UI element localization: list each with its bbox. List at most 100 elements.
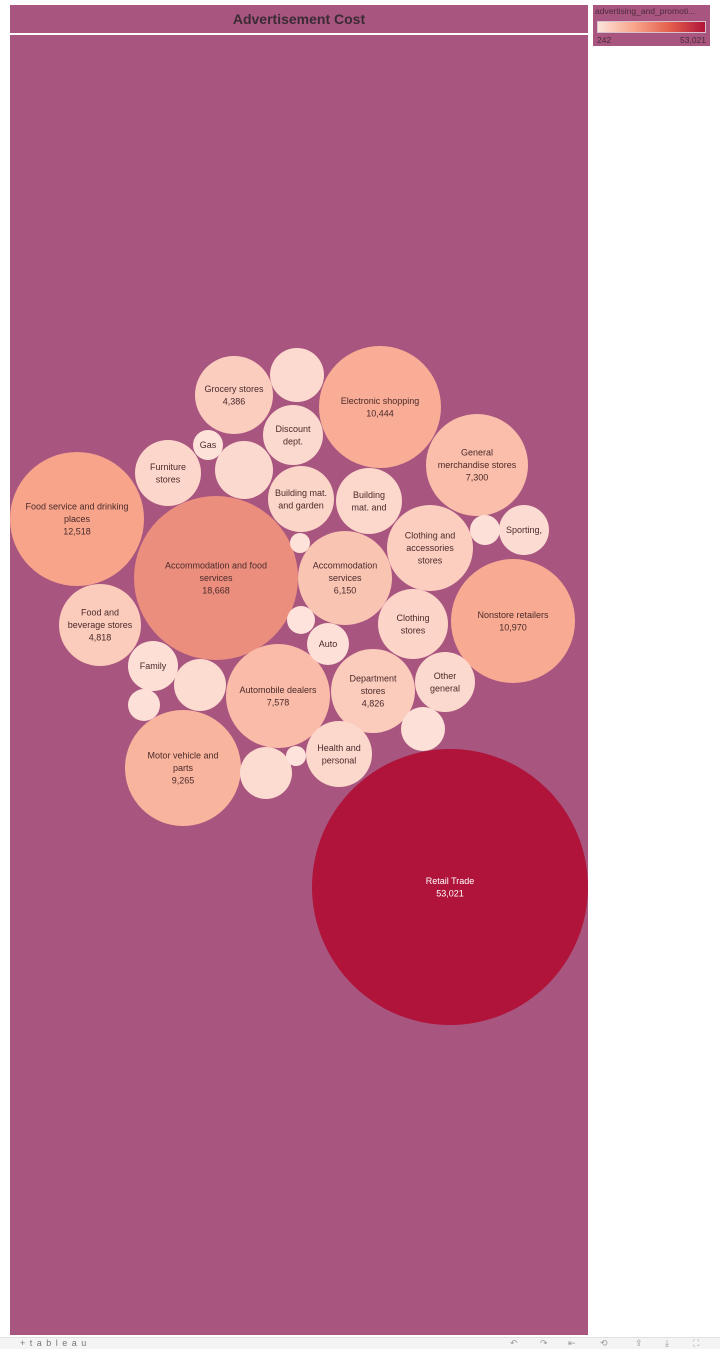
bubble-label: Clothing — [396, 613, 429, 623]
bubble[interactable] — [290, 533, 310, 553]
bubble-label: Clothing and — [405, 531, 456, 541]
bubble-circle[interactable] — [426, 414, 528, 516]
bubble-circle[interactable] — [215, 441, 273, 499]
bubble-label: Grocery stores — [204, 384, 264, 394]
bubble[interactable] — [215, 441, 273, 499]
chart-title: Advertisement Cost — [232, 11, 366, 27]
bubble-value-label: 4,826 — [362, 699, 385, 709]
bubble-label: Food and — [81, 608, 119, 618]
bubble-label: General — [461, 448, 493, 458]
bubble-circle[interactable] — [298, 531, 392, 625]
bubble-label: Other — [434, 671, 457, 681]
bubble-circle[interactable] — [193, 430, 223, 460]
bubble-circle[interactable] — [135, 440, 201, 506]
bubble-circle[interactable] — [336, 468, 402, 534]
bubble[interactable] — [401, 707, 445, 751]
bubble-circle[interactable] — [270, 348, 324, 402]
bubble[interactable] — [128, 689, 160, 721]
bubble-circle[interactable] — [134, 496, 298, 660]
bubble[interactable] — [286, 746, 306, 766]
bubble-circle[interactable] — [226, 644, 330, 748]
bubble-circle[interactable] — [470, 515, 500, 545]
bubble-circle[interactable] — [125, 710, 241, 826]
bubble-value-label: 53,021 — [436, 888, 464, 898]
bubble[interactable] — [287, 606, 315, 634]
bubble[interactable]: Family — [128, 641, 178, 691]
share-icon[interactable]: ⇪ — [635, 1338, 643, 1348]
bubble-circle[interactable] — [290, 533, 310, 553]
bubble[interactable]: Building mat.and garden — [268, 466, 334, 532]
bubble-circle[interactable] — [174, 659, 226, 711]
bubble[interactable]: Auto — [307, 623, 349, 665]
bubble-value-label: 7,578 — [267, 697, 290, 707]
bubble[interactable]: Clothing stores — [378, 589, 448, 659]
bubble-circle[interactable] — [312, 749, 588, 1025]
bubble[interactable] — [470, 515, 500, 545]
bubble-label: merchandise stores — [438, 460, 517, 470]
bubble-circle[interactable] — [319, 346, 441, 468]
bubble[interactable]: Sporting, — [499, 505, 549, 555]
legend-max-label: 53,021 — [680, 35, 706, 45]
bubble-label: Building mat. — [275, 488, 327, 498]
revert-icon[interactable]: ⇤ — [568, 1338, 576, 1348]
bubble[interactable] — [270, 348, 324, 402]
bubble-circle[interactable] — [306, 721, 372, 787]
bubble-label: stores — [418, 556, 443, 566]
bubble-circle[interactable] — [331, 649, 415, 733]
bubble-circle[interactable] — [378, 589, 448, 659]
bubble-circle[interactable] — [263, 405, 323, 465]
bubble-circle[interactable] — [401, 707, 445, 751]
undo-icon[interactable]: ↶ — [510, 1338, 518, 1348]
legend-min-label: 242 — [597, 35, 612, 45]
refresh-icon[interactable]: ⟲ — [600, 1338, 608, 1348]
tableau-logo[interactable]: + t a b l e a u — [20, 1338, 88, 1348]
bubble-circle[interactable] — [59, 584, 141, 666]
bubble-label: stores — [401, 625, 426, 635]
bubble-circle[interactable] — [286, 746, 306, 766]
redo-icon[interactable]: ↷ — [540, 1338, 548, 1348]
bubble-circle[interactable] — [499, 505, 549, 555]
bubble-circle[interactable] — [415, 652, 475, 712]
bubble-circle[interactable] — [268, 466, 334, 532]
bubble[interactable] — [174, 659, 226, 711]
bubble-circle[interactable] — [387, 505, 473, 591]
bubble[interactable] — [240, 747, 292, 799]
bubble-value-label: 18,668 — [202, 586, 230, 596]
bubble-circle[interactable] — [307, 623, 349, 665]
color-legend[interactable]: advertising_and_promoti... 242 53,021 — [593, 5, 710, 46]
bubble[interactable]: Gas — [193, 430, 223, 460]
bubble-circle[interactable] — [287, 606, 315, 634]
bubble-circle[interactable] — [10, 452, 144, 586]
bubble-value-label: 4,818 — [89, 633, 112, 643]
bubble-circle[interactable] — [128, 641, 178, 691]
bubble-circle[interactable] — [128, 689, 160, 721]
legend-gradient-bar — [597, 21, 706, 33]
download-icon[interactable]: ⤓ — [665, 1338, 669, 1348]
bubble-label: services — [199, 573, 233, 583]
bubble-label: personal — [322, 755, 357, 765]
bubble-circle[interactable] — [195, 356, 273, 434]
bubble-label: Building — [353, 490, 385, 500]
title-bar: Advertisement Cost — [10, 5, 588, 35]
fullscreen-icon[interactable]: ⛶ — [693, 1338, 700, 1348]
bubble-circle[interactable] — [240, 747, 292, 799]
bubble-circle[interactable] — [451, 559, 575, 683]
